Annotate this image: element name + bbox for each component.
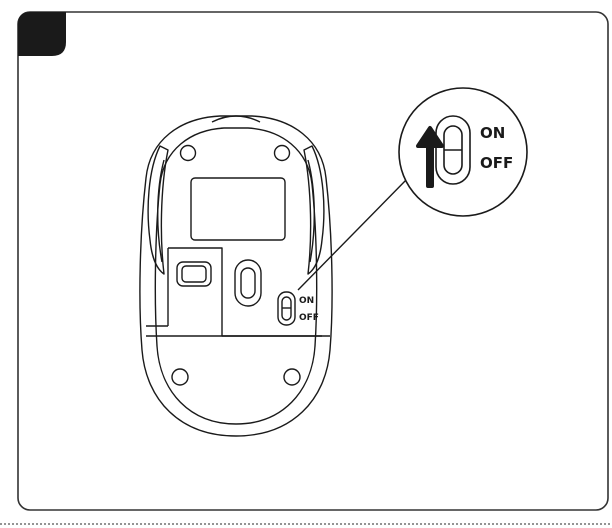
optical-sensor [235,260,261,306]
mouse-inner-shell [155,128,316,424]
callout-leader-line [298,178,408,290]
mouse-underside [140,116,332,436]
step-marker-tab [18,12,66,56]
zoom-circle [399,88,527,216]
screw-hole-bottom-right [284,369,300,385]
switch-zoom-callout [399,88,527,216]
panel-frame [18,12,608,510]
mouse-top-notch [212,116,260,122]
label-plate [191,178,285,240]
screw-hole-top-left [181,146,196,161]
screw-hole-top-right [275,146,290,161]
zoom-off-label: OFF [480,154,513,172]
small-switch-off-label: OFF [299,313,319,323]
screw-hole-bottom-left [172,369,188,385]
zoom-on-label: ON [480,124,505,142]
small-switch-on-label: ON [299,296,314,306]
